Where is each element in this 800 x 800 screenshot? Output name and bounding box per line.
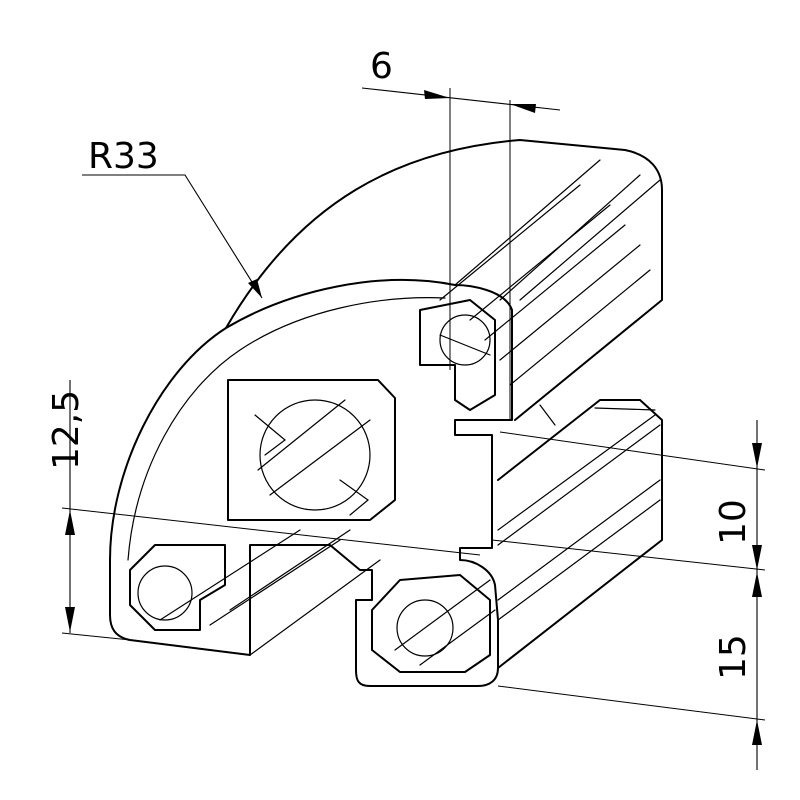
right-ext-line-3 xyxy=(497,685,766,721)
back-right-edge xyxy=(514,189,663,421)
top-extrusion-line-6 xyxy=(484,224,626,341)
top-dimension: 6 xyxy=(361,46,561,420)
right-lower-arrow-top xyxy=(752,572,762,597)
lower-right-extrusion-line-5 xyxy=(594,407,656,411)
top-arrow-right xyxy=(510,104,536,113)
radius-dimension: R33 xyxy=(82,136,263,299)
top-extrusion-line-5 xyxy=(469,204,611,321)
lower-right-slot xyxy=(371,574,491,673)
center-bore xyxy=(259,399,371,511)
left-ext-line-top xyxy=(61,507,481,556)
upper-right-slot xyxy=(419,299,496,411)
top-extrusion-line-3 xyxy=(519,179,661,301)
lower-left-extrusion-line-1 xyxy=(249,559,381,656)
step-edge xyxy=(539,404,556,426)
top-arrow-left xyxy=(424,90,450,99)
radius-arrowhead xyxy=(248,279,262,298)
left-dimension: 12,5 xyxy=(46,380,481,641)
center-bore-slot-3 xyxy=(254,414,286,456)
right-lower-dim-label: 15 xyxy=(713,634,754,680)
right-upper-arrow-bottom xyxy=(752,545,762,570)
top-dim-label: 6 xyxy=(370,46,393,87)
upper-right-slot-line xyxy=(439,334,491,356)
lower-left-slot-line-2 xyxy=(209,539,341,626)
lower-left-slot-line-1 xyxy=(159,529,301,621)
extrusion-profile xyxy=(109,139,663,687)
center-bore-slot-4 xyxy=(339,479,369,516)
front-face-outer xyxy=(109,279,513,687)
lower-right-bore xyxy=(396,599,454,657)
right-lower-dimension: 15 xyxy=(497,570,766,770)
center-bore-slot-2 xyxy=(269,419,371,496)
left-arrow-top xyxy=(65,510,75,535)
lower-right-extrusion-line-2 xyxy=(497,424,661,546)
central-cavity xyxy=(227,379,396,521)
radius-label: R33 xyxy=(88,136,159,177)
top-extrusion-line-1 xyxy=(454,159,601,286)
right-lower-arrow-bottom xyxy=(752,720,762,745)
right-upper-arrow-top xyxy=(752,443,762,468)
lower-right-extrusion-line-3 xyxy=(497,479,661,601)
left-dim-label: 12,5 xyxy=(46,390,87,470)
right-upper-dimension: 10 xyxy=(491,420,766,571)
upper-right-bore xyxy=(439,314,491,366)
left-arrow-bottom xyxy=(65,607,75,632)
lower-right-extrusion xyxy=(497,399,663,669)
lower-left-slot xyxy=(129,544,226,631)
left-ext-line-bottom xyxy=(61,632,131,641)
lower-left-bore xyxy=(137,565,193,621)
front-inner-arc xyxy=(127,297,446,561)
lower-right-slot-line-2 xyxy=(419,609,496,666)
dimensions: R33 6 12,5 10 xyxy=(46,46,766,770)
right-ext-line-2 xyxy=(491,539,766,571)
lower-left-extrusion-line-2 xyxy=(229,529,351,611)
top-extrusion-line-7 xyxy=(499,244,641,361)
center-bore-slot-1 xyxy=(257,399,346,471)
right-ext-line-1 xyxy=(499,431,766,471)
top-extrusion-line-8 xyxy=(509,269,651,386)
radius-leader-line xyxy=(82,174,263,299)
lower-right-extrusion-line-1 xyxy=(497,414,656,531)
lower-right-extrusion-line-4 xyxy=(497,499,661,621)
right-upper-dim-label: 10 xyxy=(713,499,754,545)
lower-right-slot-line-1 xyxy=(394,579,491,651)
